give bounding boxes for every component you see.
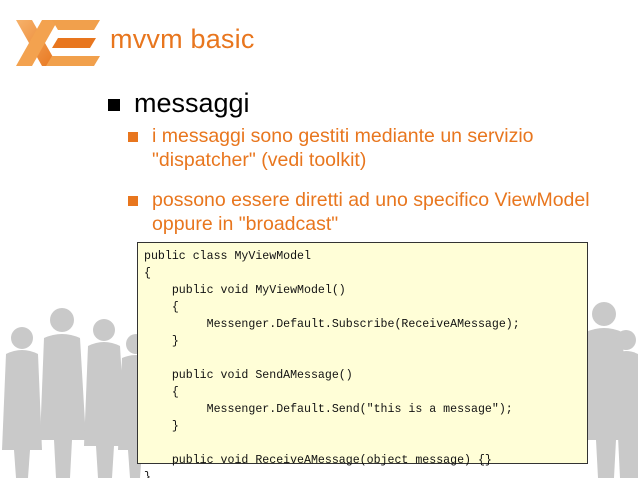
code-line: {	[144, 386, 179, 399]
sub-bullet-broadcast: possono essere diretti ad uno specifico …	[128, 188, 592, 236]
code-line: Messenger.Default.Subscribe(ReceiveAMess…	[144, 318, 520, 331]
sub-bullet-text: i messaggi sono gestiti mediante un serv…	[152, 125, 534, 171]
code-snippet-box: public class MyViewModel { public void M…	[137, 242, 588, 478]
code-line: {	[144, 267, 151, 280]
sub-bullet-dispatcher: i messaggi sono gestiti mediante un serv…	[128, 124, 592, 172]
xe-logo-icon	[16, 20, 100, 66]
code-line: }	[144, 335, 179, 348]
bullet-messaggi: messaggi	[108, 88, 250, 119]
square-bullet-icon	[108, 98, 120, 111]
code-line: }	[144, 471, 151, 478]
code-line: Messenger.Default.Send("this is a messag…	[144, 403, 513, 416]
code-line	[144, 350, 581, 367]
bullet-text: messaggi	[134, 88, 250, 118]
slide-title: mvvm basic	[110, 24, 255, 54]
code-line: public void SendAMessage()	[144, 369, 353, 382]
square-bullet-icon	[128, 132, 138, 142]
code-line: public class MyViewModel	[144, 250, 311, 263]
code-line	[144, 435, 581, 452]
sub-bullet-text: possono essere diretti ad uno specifico …	[152, 189, 590, 235]
code-line: public void MyViewModel()	[144, 284, 346, 297]
code-line: {	[144, 301, 179, 314]
code-line: }	[144, 420, 179, 433]
square-bullet-icon	[128, 196, 138, 206]
code-line: public void ReceiveAMessage(object messa…	[144, 454, 492, 467]
